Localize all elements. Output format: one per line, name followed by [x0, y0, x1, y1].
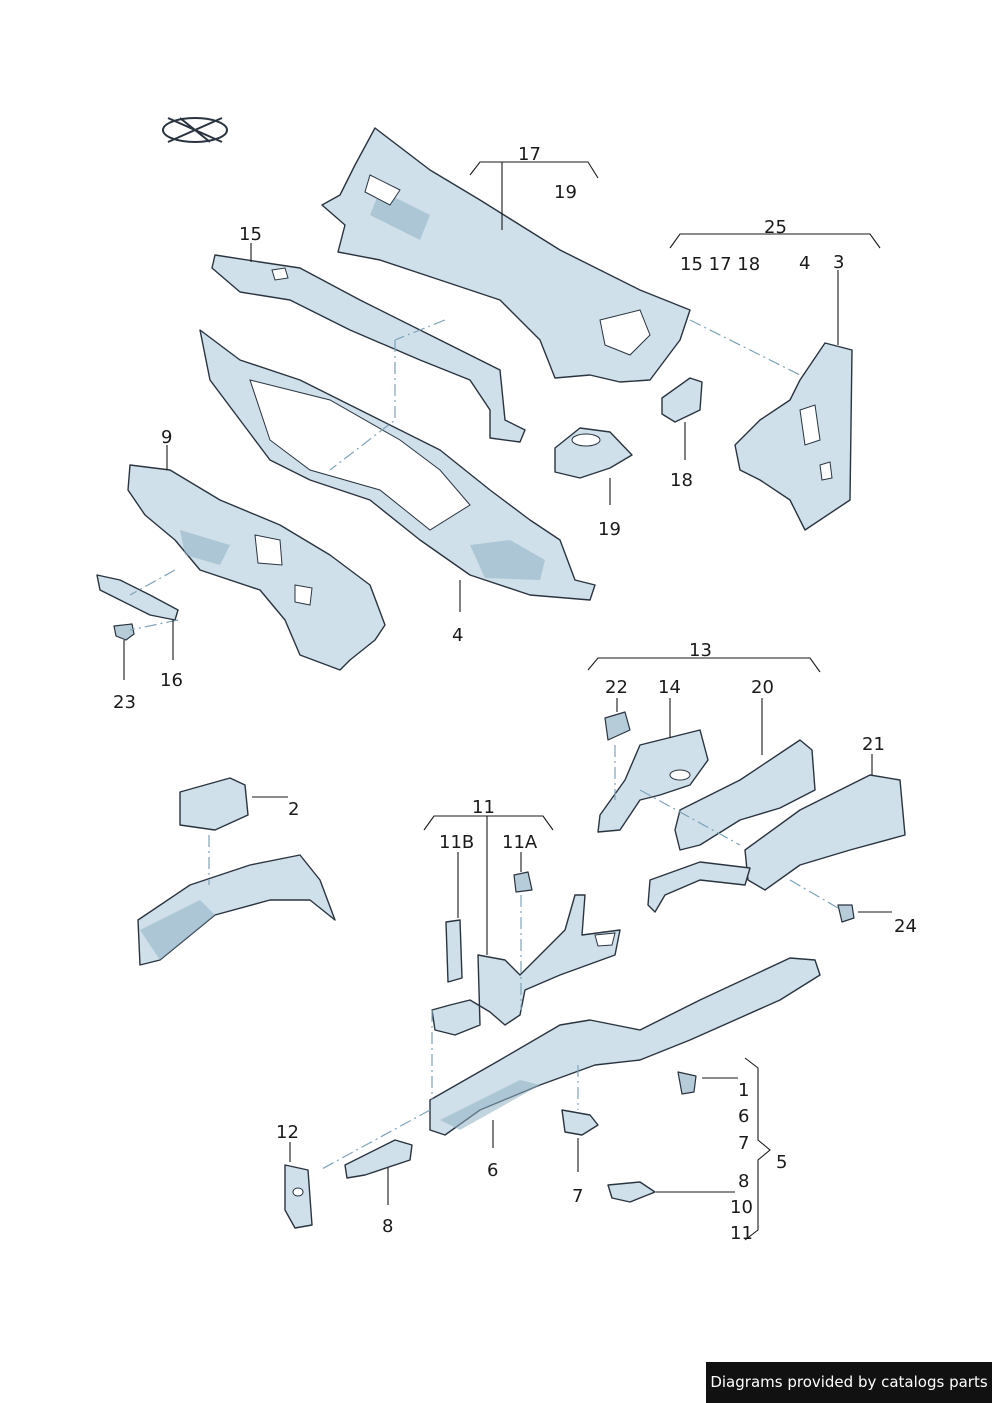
attribution-footer: Diagrams provided by catalogs parts [706, 1362, 992, 1403]
label-16: 16 [160, 670, 183, 691]
part-24-bolt [837, 904, 855, 923]
label-9: 9 [161, 427, 172, 448]
label-8: 8 [382, 1216, 393, 1237]
label-15: 15 [239, 224, 262, 245]
part-12-plate [284, 1164, 313, 1229]
leader-lines [123, 161, 892, 1241]
part-19-cap [554, 427, 633, 479]
label-group-10: 10 [730, 1197, 753, 1218]
part-6-longitudinal-member [429, 957, 821, 1136]
part-4-bulkhead-frame [199, 329, 596, 601]
label-6: 6 [487, 1160, 498, 1181]
part-front-rail-end [137, 854, 336, 966]
label-14: 14 [658, 677, 681, 698]
label-24: 24 [894, 916, 917, 937]
label-11: 11 [472, 797, 495, 818]
part-11A-bracket [513, 871, 533, 893]
part-18-bracket [661, 377, 703, 423]
label-19-top: 19 [554, 182, 577, 203]
label-2: 2 [288, 799, 299, 820]
label-17: 17 [518, 144, 541, 165]
label-group-8: 8 [738, 1171, 749, 1192]
part-22-clip [604, 711, 631, 741]
part-15-cross-member [211, 254, 526, 443]
label-19: 19 [598, 519, 621, 540]
part-2-bracket [179, 777, 249, 831]
label-13: 13 [689, 640, 712, 661]
part-8-bracket [344, 1139, 413, 1179]
callout-labels: 17 19 25 15 17 18 4 3 15 9 18 19 4 16 23… [113, 144, 917, 1244]
label-25: 25 [764, 217, 787, 238]
orientation-logo [162, 117, 228, 143]
label-23: 23 [113, 692, 136, 713]
label-12: 12 [276, 1122, 299, 1143]
label-group-11: 11 [730, 1223, 753, 1244]
label-7: 7 [572, 1186, 583, 1207]
label-4: 4 [452, 625, 463, 646]
part-9-bulkhead [127, 464, 386, 671]
part-16-bracket [96, 574, 179, 621]
part-17-plenum-panel [321, 127, 691, 383]
part-20-rail [674, 739, 816, 851]
label-5: 5 [776, 1152, 787, 1173]
label-4-top: 4 [799, 253, 810, 274]
part-7-bracket [561, 1109, 599, 1136]
label-11A: 11A [502, 832, 538, 853]
label-15-17-18: 15 17 18 [680, 254, 760, 275]
label-18: 18 [670, 470, 693, 491]
label-11B: 11B [439, 832, 474, 853]
part-23-bolt [113, 623, 135, 641]
part-3-side-panel [734, 342, 853, 531]
label-group-1: 1 [738, 1080, 749, 1101]
part-21-rail [647, 774, 906, 913]
assembly-lines [129, 319, 839, 1171]
part-14-bracket [597, 729, 709, 833]
label-21: 21 [862, 734, 885, 755]
part-11B-bracket [445, 919, 463, 983]
label-20: 20 [751, 677, 774, 698]
part-10-bracket [607, 1181, 656, 1203]
label-22: 22 [605, 677, 628, 698]
label-3: 3 [833, 252, 844, 273]
part-1-clip [677, 1071, 697, 1095]
label-group-7: 7 [738, 1133, 749, 1154]
part-11-mount [431, 894, 621, 1036]
label-group-6: 6 [738, 1106, 749, 1127]
